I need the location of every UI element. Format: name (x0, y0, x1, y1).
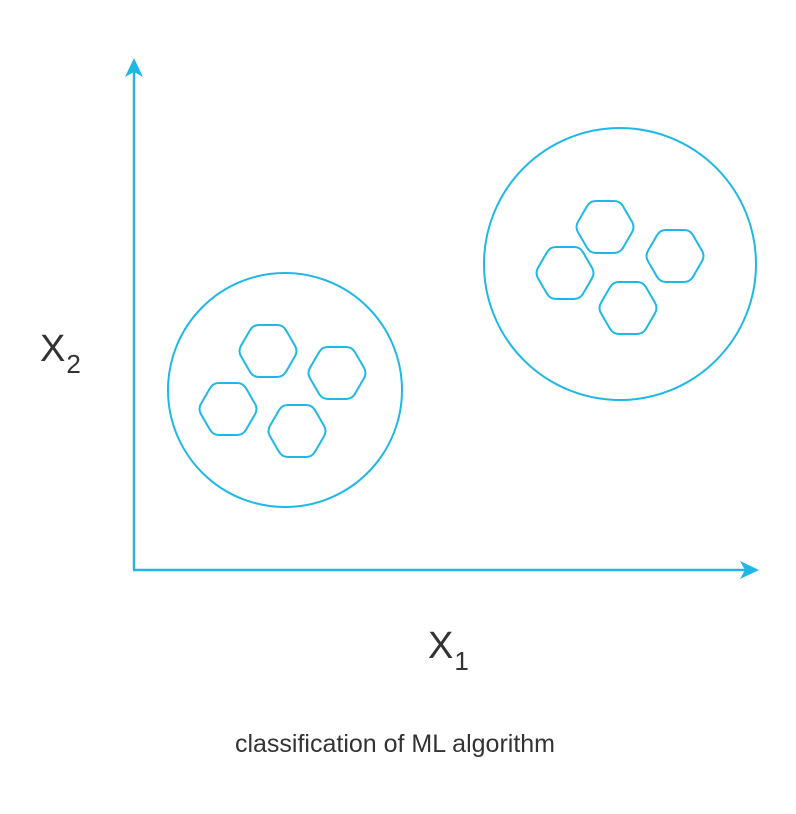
left-cluster (167, 272, 403, 508)
cluster-boundary (167, 272, 403, 508)
hexagon-icon (198, 382, 258, 436)
y-axis-label: X2 (40, 328, 81, 377)
hexagon-icon (535, 246, 595, 300)
hexagon-icon (238, 324, 298, 378)
x-axis-label-main: X (428, 625, 454, 667)
x-axis-label: X1 (428, 625, 469, 674)
y-axis-label-main: X (40, 328, 66, 370)
hexagon-outline (238, 324, 298, 378)
hexagon-outline (598, 281, 658, 335)
hexagon-outline (198, 382, 258, 436)
x-axis-label-subscript: 1 (454, 646, 469, 676)
cluster-boundary (483, 127, 757, 401)
hexagon-icon (645, 229, 705, 283)
hexagon-outline (535, 246, 595, 300)
hexagon-icon (267, 404, 327, 458)
hexagon-icon (598, 281, 658, 335)
hexagon-outline (307, 346, 367, 400)
hexagon-outline (645, 229, 705, 283)
arrow-right-icon (740, 561, 759, 579)
diagram-caption: classification of ML algorithm (234, 730, 556, 758)
right-cluster (483, 127, 757, 401)
arrow-up-icon (125, 58, 143, 77)
hexagon-icon (307, 346, 367, 400)
hexagon-outline (267, 404, 327, 458)
hexagon-icon (575, 200, 635, 254)
hexagon-outline (575, 200, 635, 254)
y-axis-label-subscript: 2 (66, 349, 81, 379)
